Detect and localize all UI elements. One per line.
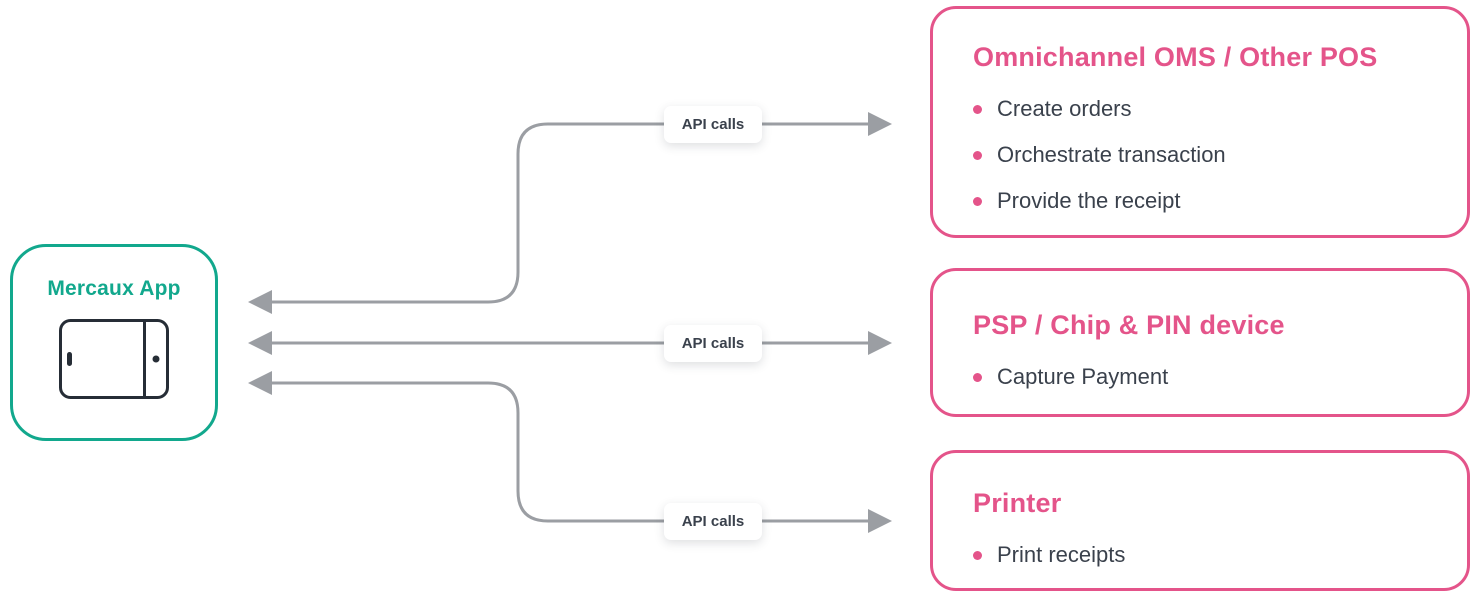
target-title-printer: Printer [973, 488, 1062, 518]
tablet-icon [59, 319, 169, 399]
bullet-item: Orchestrate transaction [973, 132, 1443, 178]
bullet-item: Create orders [973, 86, 1443, 132]
bullet-dot [973, 150, 982, 160]
arrowhead-right-bottom [868, 509, 892, 533]
bullet-dot [973, 550, 982, 560]
bullet-text: Provide the receipt [997, 188, 1181, 213]
bullet-text: Capture Payment [997, 364, 1169, 389]
connector-top [248, 112, 892, 314]
arrowhead-left-top [248, 290, 272, 314]
bullet-text: Print receipts [997, 542, 1126, 567]
api-calls-label-bottom: API calls [664, 503, 762, 540]
arrowhead-right-middle [868, 331, 892, 355]
target-title-oms: Omnichannel OMS / Other POS [973, 42, 1378, 72]
bullet-dot [973, 196, 982, 206]
api-calls-label-middle: API calls [664, 325, 762, 362]
bullet-text: Create orders [997, 96, 1132, 121]
target-box-printer: Printer Print receipts [930, 450, 1470, 591]
target-box-oms: Omnichannel OMS / Other POS Create order… [930, 6, 1470, 238]
bullet-dot [973, 372, 982, 382]
mercaux-app-title: Mercaux App [47, 277, 181, 300]
connector-middle [248, 331, 892, 355]
bullet-dot [973, 104, 982, 114]
connector-bottom [248, 371, 892, 533]
bullet-text: Orchestrate transaction [997, 142, 1226, 167]
target-box-psp: PSP / Chip & PIN device Capture Payment [930, 268, 1470, 417]
mercaux-app-node: Mercaux App [10, 244, 218, 441]
bullet-item: Print receipts [973, 532, 1443, 578]
bullet-item: Capture Payment [973, 354, 1443, 400]
target-title-psp: PSP / Chip & PIN device [973, 310, 1285, 340]
arrowhead-left-middle [248, 331, 272, 355]
arrowhead-right-top [868, 112, 892, 136]
bullet-item: Provide the receipt [973, 178, 1443, 224]
arrowhead-left-bottom [248, 371, 272, 395]
api-calls-label-top: API calls [664, 106, 762, 143]
